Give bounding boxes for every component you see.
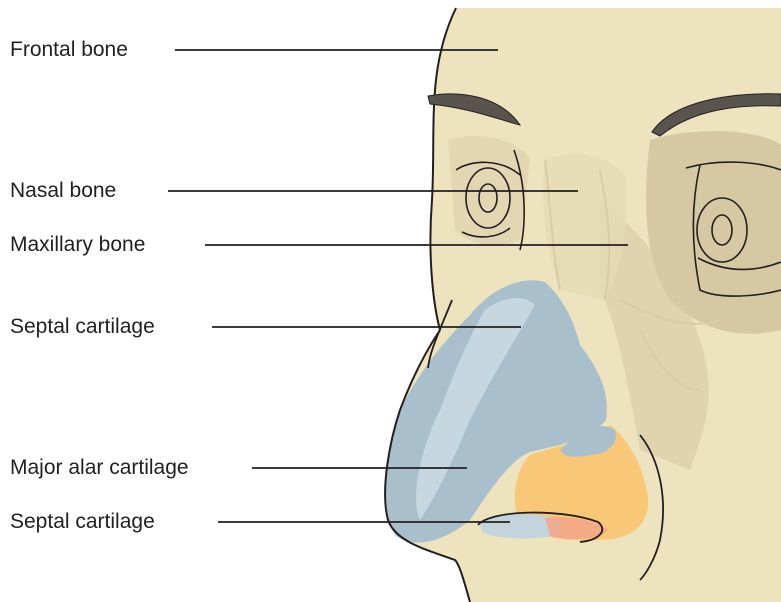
label-nasal-bone: Nasal bone xyxy=(10,180,116,201)
label-frontal-bone: Frontal bone xyxy=(10,39,128,60)
label-major-alar-cartilage: Major alar cartilage xyxy=(10,457,189,478)
label-septal-cartilage-upper: Septal cartilage xyxy=(10,316,155,337)
label-septal-cartilage-lower: Septal cartilage xyxy=(10,511,155,532)
label-maxillary-bone: Maxillary bone xyxy=(10,234,145,255)
